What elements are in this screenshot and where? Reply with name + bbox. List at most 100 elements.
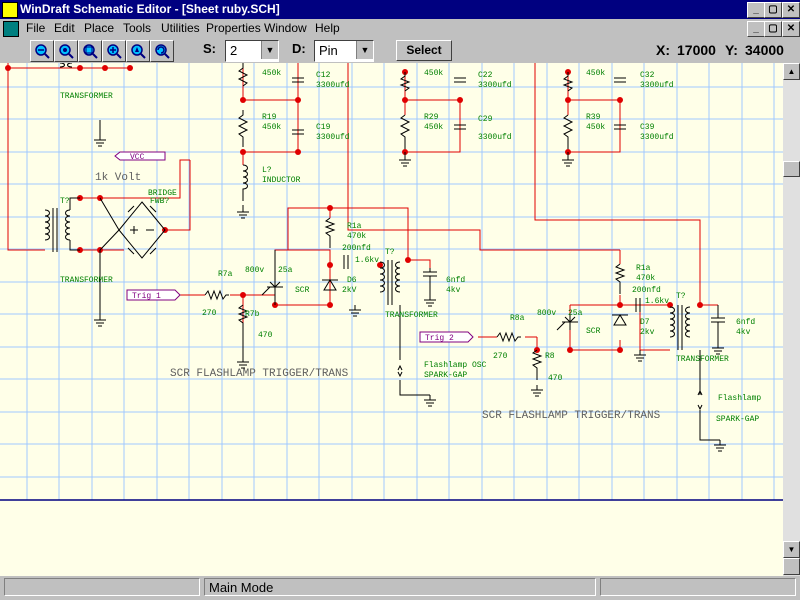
label-r270b: 270 (493, 352, 508, 361)
label-c200a: 200nfd (342, 244, 371, 253)
label-a25a: 25a (278, 266, 293, 275)
window-title: WinDraft Schematic Editor - [Sheet ruby.… (20, 2, 280, 16)
label-c22-val: 3300ufd (478, 81, 512, 90)
status-pane-left (4, 578, 200, 596)
label-c29-val: 3300ufd (478, 133, 512, 142)
label-r19: R19 (262, 113, 277, 122)
label-d7: D7 (640, 318, 650, 327)
zoom-in-button[interactable] (102, 40, 126, 62)
label-scr-a: SCR (295, 286, 310, 295)
label-c39: C39 (640, 123, 655, 132)
scroll-corner (783, 558, 800, 575)
vcc-port[interactable] (114, 151, 166, 161)
junctions (5, 65, 703, 353)
restore-button[interactable]: ▢ (764, 2, 782, 18)
scroll-thumb[interactable] (783, 161, 800, 177)
close-button[interactable]: ✕ (782, 2, 800, 18)
doc-minimize-button[interactable]: _ (747, 21, 765, 37)
label-r39: R39 (586, 113, 601, 122)
label-inductor: INDUCTOR (262, 176, 301, 185)
s-label: S: (203, 41, 216, 56)
label-c19-val: 3300ufd (316, 133, 350, 142)
label-transformer-mid: TRANSFORMER (385, 311, 438, 320)
label-t-right: T? (676, 292, 686, 301)
x-value: 17000 (677, 42, 716, 58)
zoom-redraw-button[interactable] (150, 40, 174, 62)
menu-bar: File Edit Place Tools Utilities Properti… (0, 19, 800, 37)
label-c32-val: 3300ufd (640, 81, 674, 90)
s-value: 2 (230, 43, 238, 58)
zoom-redraw-icon (155, 44, 170, 59)
s-combo[interactable]: 2 ▼ (225, 40, 279, 62)
d-combo[interactable]: Pin ▼ (314, 40, 374, 62)
menu-edit[interactable]: Edit (54, 21, 75, 35)
label-c6b: 6nfd (736, 318, 755, 327)
vertical-scrollbar[interactable]: ▲ ▼ (783, 63, 800, 576)
title-bar: WinDraft Schematic Editor - [Sheet ruby.… (0, 0, 800, 19)
label-r8: R8 (545, 352, 555, 361)
label-t-mid: T? (385, 248, 395, 257)
label-t-left: T? (60, 197, 70, 206)
menu-window[interactable]: Window (264, 21, 307, 35)
label-trig1: Trig 1 (132, 292, 161, 301)
trig2-port[interactable] (419, 331, 474, 343)
menu-tools[interactable]: Tools (123, 21, 152, 35)
label-vcc: VCC (130, 153, 145, 162)
chevron-down-icon[interactable]: ▼ (261, 41, 278, 59)
schematic-drawing[interactable]: TRANSFORMER 450k C12 3300ufd R19 450k C1… (0, 63, 783, 576)
label-c29: C29 (478, 115, 493, 124)
label-r470b: 470 (548, 374, 563, 383)
label-v800a: 800v (245, 266, 264, 275)
status-pane-right (600, 578, 796, 596)
zoom-pan-button[interactable] (126, 40, 150, 62)
label-d6-kv: 2kV (342, 286, 357, 295)
menu-place[interactable]: Place (84, 21, 115, 35)
menu-file[interactable]: File (26, 21, 46, 35)
label-c32: C32 (640, 71, 655, 80)
scroll-up-button[interactable]: ▲ (783, 63, 800, 80)
zoom-out-icon (35, 44, 50, 59)
zoom-fit-button[interactable] (54, 40, 78, 62)
label-r1a: R1a (347, 222, 362, 231)
scroll-down-button[interactable]: ▼ (783, 541, 800, 558)
zoom-pan-icon (131, 44, 146, 59)
minimize-button[interactable]: _ (747, 2, 765, 18)
label-r7b: R7b (245, 310, 260, 319)
label-r1a-val: 470k (347, 232, 366, 241)
label-c12: C12 (316, 71, 331, 80)
y-label: Y: (725, 42, 738, 58)
label-r-top1-val: 450k (262, 69, 281, 78)
document-icon[interactable] (3, 21, 19, 37)
label-c22: C22 (478, 71, 493, 80)
schematic-canvas[interactable]: TRANSFORMER 450k C12 3300ufd R19 450k C1… (0, 63, 783, 576)
menu-properties[interactable]: Properties (206, 21, 261, 35)
label-c19: C19 (316, 123, 331, 132)
app-icon[interactable] (2, 2, 18, 18)
label-transformer-top: TRANSFORMER (60, 92, 113, 101)
select-button[interactable]: Select (396, 40, 452, 61)
label-r1b-val: 470k (636, 274, 655, 283)
label-c6: 6nfd (446, 276, 465, 285)
label-c39-val: 3300ufd (640, 133, 674, 142)
doc-close-button[interactable]: ✕ (782, 21, 800, 37)
status-bar: Main Mode (0, 576, 800, 600)
zoom-fit-icon (59, 44, 74, 59)
components (44, 63, 726, 452)
menu-help[interactable]: Help (315, 21, 340, 35)
chevron-down-icon[interactable]: ▼ (356, 41, 373, 59)
label-c200b: 200nfd (632, 286, 661, 295)
d-value: Pin (319, 43, 338, 58)
zoom-out-button[interactable] (30, 40, 54, 62)
doc-restore-button[interactable]: ▢ (764, 21, 782, 37)
trig1-port[interactable] (126, 289, 181, 301)
status-mode: Main Mode (204, 578, 596, 596)
menu-utilities[interactable]: Utilities (161, 21, 200, 35)
label-transformer-right: TRANSFORMER (676, 355, 729, 364)
label-l: L? (262, 166, 272, 175)
label-flashlamp-osc: Flashlamp OSC (424, 361, 487, 370)
label-flashlamp: Flashlamp (718, 394, 761, 403)
label-c16a: 1.6kv (355, 256, 379, 265)
label-a25b: 25a (568, 309, 583, 318)
zoom-area-button[interactable] (78, 40, 102, 62)
ports (114, 151, 474, 343)
